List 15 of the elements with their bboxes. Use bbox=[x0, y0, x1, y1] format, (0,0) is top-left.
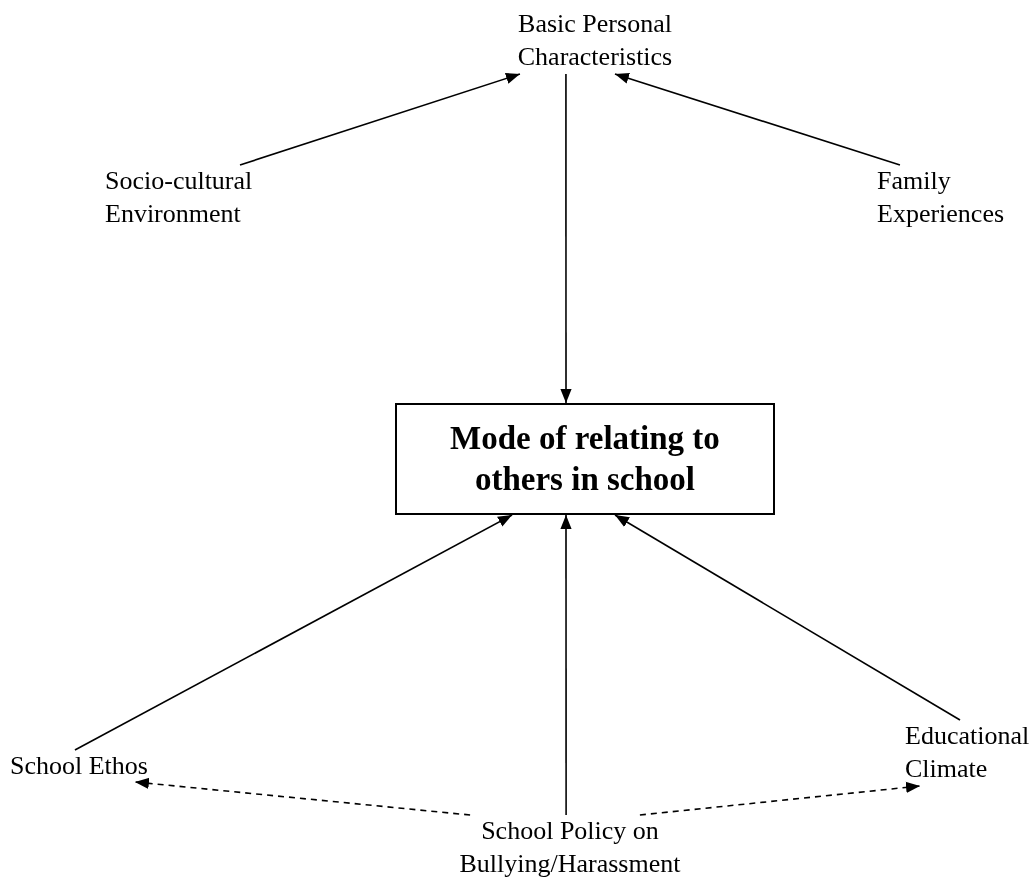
arrow bbox=[239, 73, 521, 166]
factor-label: Family Experiences bbox=[877, 165, 1027, 231]
arrow bbox=[134, 777, 471, 816]
arrow bbox=[639, 781, 921, 816]
factor-label: School Ethos bbox=[10, 750, 180, 782]
factor-label: Educational Climate bbox=[905, 720, 1030, 786]
arrow bbox=[614, 514, 961, 721]
outcome-box: Mode of relating to others in school bbox=[395, 403, 775, 515]
factor-label: School Policy on Bullying/Harassment bbox=[420, 815, 720, 883]
arrow bbox=[560, 73, 572, 404]
arrow bbox=[614, 72, 901, 166]
factor-label: Socio-cultural Environment bbox=[105, 165, 285, 231]
factor-label: Basic Personal Characteristics bbox=[500, 8, 690, 74]
arrow bbox=[560, 514, 572, 816]
arrow bbox=[74, 514, 513, 751]
